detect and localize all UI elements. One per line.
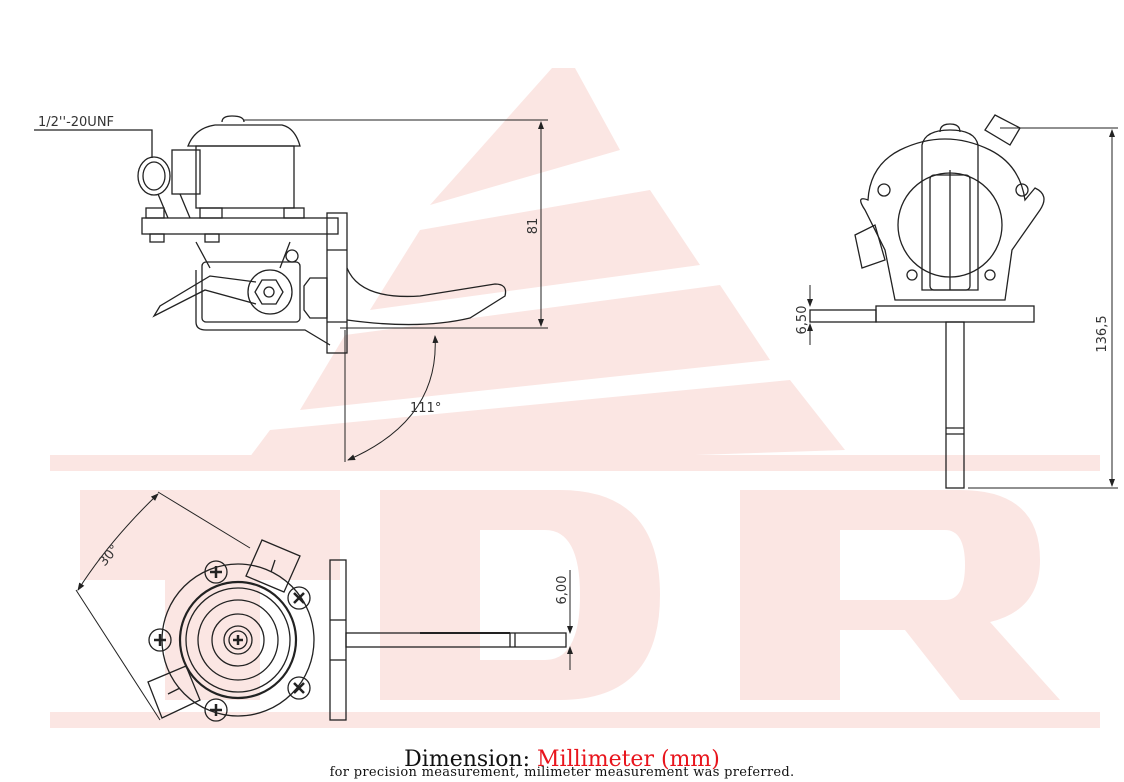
arm-thickness-label: 6,00 — [555, 576, 570, 605]
inlet-tube-front — [854, 224, 886, 269]
top-nub — [221, 115, 245, 123]
watermark-top-bar — [50, 455, 1100, 471]
side-view-dimensions — [244, 119, 548, 462]
body-flange — [141, 217, 339, 235]
outlet-tube-front — [984, 114, 1021, 146]
inlet-port — [137, 156, 171, 196]
flow-arrow-icon — [167, 687, 181, 695]
dimension-title-prefix: Dimension: — [404, 747, 538, 772]
primer-lever — [152, 275, 257, 318]
outlet-tube-top — [245, 539, 301, 593]
side-view — [34, 115, 507, 354]
front-view-dimensions — [807, 127, 1118, 489]
flange-front — [875, 305, 1035, 323]
thread-label: 1/2''-20UNF — [38, 115, 114, 130]
hex-nut — [254, 279, 284, 305]
watermark-bottom-bar — [50, 712, 1100, 728]
lower-housing — [195, 270, 331, 346]
rocker-link — [921, 129, 979, 291]
lever-angle-arc — [347, 335, 439, 461]
top-view — [147, 539, 567, 722]
pump-body — [195, 145, 295, 209]
center-screw-icon — [233, 635, 243, 645]
thread-leader-line — [34, 129, 153, 158]
height-dim-label: 81 — [526, 218, 541, 235]
pump-housing-front — [860, 138, 1045, 301]
lever-pivot — [247, 269, 293, 315]
total-height-label: 136,5 — [1095, 315, 1110, 352]
flange-thickness-label: 6,50 — [795, 306, 810, 335]
inlet-tube — [171, 149, 201, 195]
inlet-tube-top — [147, 665, 201, 719]
watermark-letter-d — [380, 490, 660, 700]
cover-screws — [148, 560, 311, 722]
rocker-arm-front — [945, 321, 965, 489]
watermark-letter-r — [740, 490, 1060, 700]
diaphragm-cover — [178, 580, 298, 700]
front-view — [809, 114, 1045, 489]
flow-arrow-icon — [270, 559, 276, 573]
lever-angle-label: 111° — [410, 401, 441, 416]
dome-cover — [187, 124, 301, 147]
dimension-unit: Millimeter (mm) — [537, 747, 720, 772]
watermark-pyramid-icon — [240, 68, 845, 470]
dimension-unit-title: Dimension: Millimeter (mm) — [0, 748, 1124, 772]
spigot — [303, 277, 328, 319]
top-view-dimensions — [75, 491, 573, 721]
outlet-angle-arc — [77, 493, 159, 591]
mounting-flange-top — [329, 559, 347, 721]
watermark-logo — [50, 68, 1100, 728]
top-nub-front — [939, 123, 961, 133]
measurement-note: for precision measurement, milimeter mea… — [329, 765, 795, 780]
rocker-arm — [346, 267, 507, 326]
